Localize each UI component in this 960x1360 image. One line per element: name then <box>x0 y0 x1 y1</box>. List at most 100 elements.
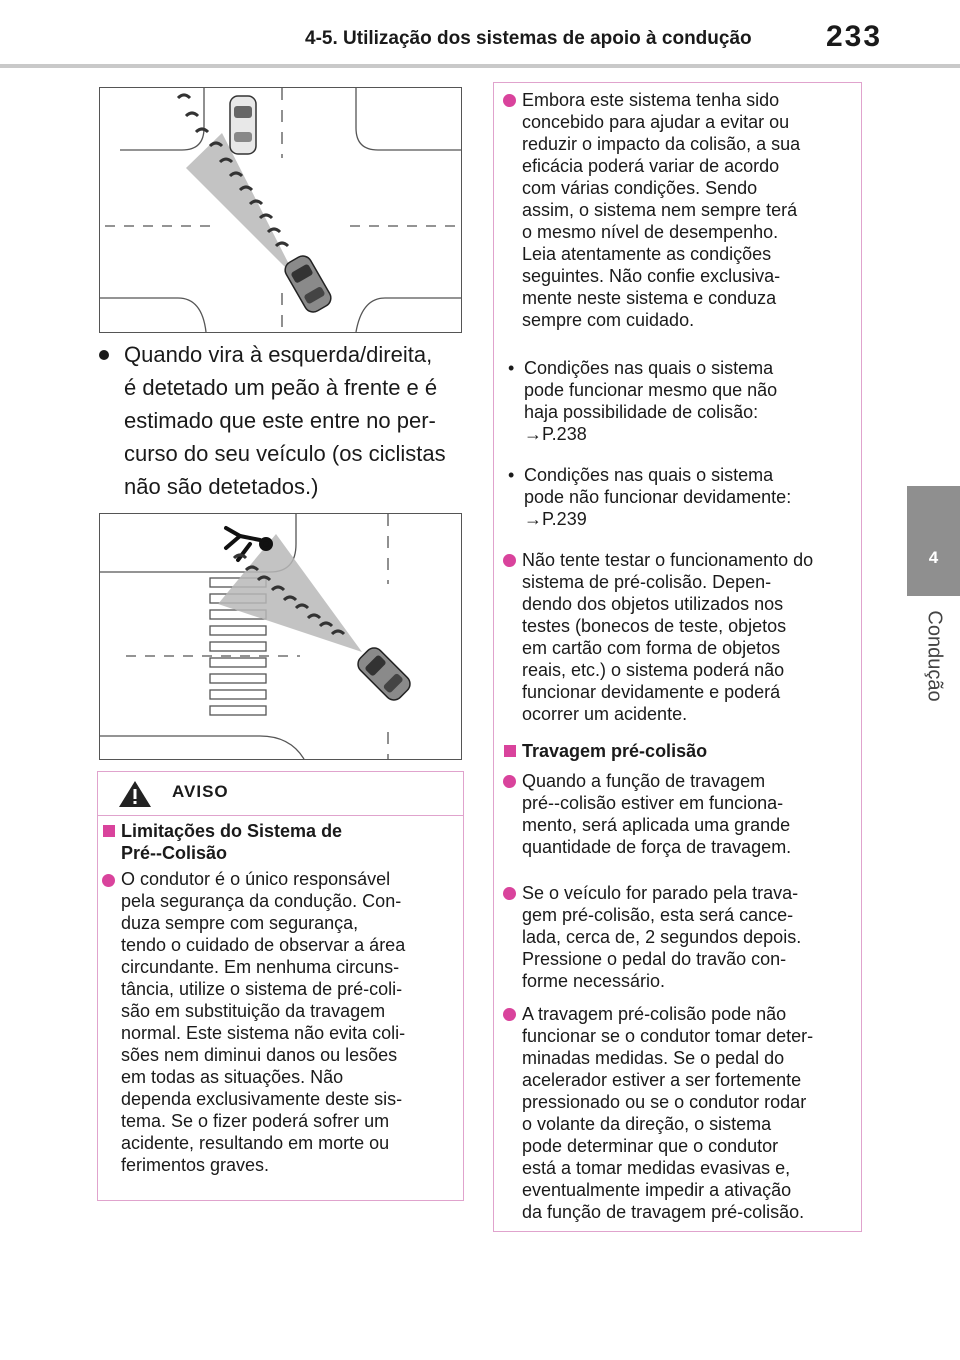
heading-line: Pré--Colisão <box>121 843 228 863</box>
text-line: dependa exclusivamente deste sis- <box>121 1089 403 1109</box>
text-line: normal. Este sistema não evita coli- <box>121 1023 406 1043</box>
warning-triangle-icon <box>119 781 151 807</box>
text-line: Pressione o pedal do travão con- <box>522 949 787 969</box>
sub-bullet-dot: • <box>508 358 515 378</box>
sub-item-2: Condições nas quais o sistema pode não f… <box>524 464 858 530</box>
text-line: tema. Se o fizer poderá sofrer um <box>121 1111 390 1131</box>
text-line: em todas as situações. Não <box>121 1067 344 1087</box>
text-line: ocorrer um acidente. <box>522 704 688 724</box>
text-line: duza sempre com segurança, <box>121 913 359 933</box>
text-line: eventualmente impedir a ativação <box>522 1180 792 1200</box>
text-line: gem pré-colisão, esta será cance- <box>522 905 794 925</box>
text-line: Embora este sistema tenha sido <box>522 90 780 110</box>
text-line: sistema de pré-colisão. Depen- <box>522 572 772 592</box>
text-line: mento, será aplicada uma grande <box>522 815 791 835</box>
bullet-circle-icon <box>503 887 516 900</box>
text-line: reais, etc.) o sistema poderá não <box>522 660 785 680</box>
chapter-number: 4 <box>928 548 939 567</box>
pedestrian-crossing-illustration <box>99 513 462 760</box>
chapter-tab <box>907 486 960 596</box>
text-line: ferimentos graves. <box>121 1155 270 1175</box>
car-icon <box>229 95 257 155</box>
text-line: eficácia poderá variar de acordo <box>522 156 780 176</box>
sub-bullet-dot: • <box>508 465 515 485</box>
chapter-label: Condução <box>923 610 946 702</box>
text-line: mente neste sistema e conduza <box>522 288 777 308</box>
text-line: minadas medidas. Se o pedal do <box>522 1048 785 1068</box>
text-line: haja possibilidade de colisão: <box>524 402 759 422</box>
text-line: A travagem pré-colisão pode não <box>522 1004 787 1024</box>
warning-title: AVISO <box>172 782 229 801</box>
bullet-circle-icon <box>102 874 115 887</box>
bullet-circle-icon <box>503 94 516 107</box>
pedestrian-icon <box>224 526 273 562</box>
right-paragraph-1: Embora este sistema tenha sido concebido… <box>522 89 860 331</box>
text-line: quantidade de força de travagem. <box>522 837 792 857</box>
warning-header <box>98 772 463 816</box>
text-line: tendo o cuidado de observar a área <box>121 935 406 955</box>
braking-heading: Travagem pré-colisão <box>522 741 708 761</box>
right-paragraph-3: Quando a função de travagem pré--colisão… <box>522 770 860 858</box>
text-line: está a tomar medidas evasivas e, <box>522 1158 791 1178</box>
heading-square-icon <box>103 825 115 837</box>
text-line: dendo dos objetos utilizados nos <box>522 594 784 614</box>
right-paragraph-2: Não tente testar o funcionamento do sist… <box>522 549 860 725</box>
text-line: em cartão com forma de objetos <box>522 638 781 658</box>
text-line: são em substituição da travagem <box>121 1001 386 1021</box>
text-line: testes (bonecos de teste, objetos <box>522 616 787 636</box>
text-line: o mesmo nível de desempenho. <box>522 222 779 242</box>
text-line: reduzir o impacto da colisão, a sua <box>522 134 801 154</box>
text-line: pode determinar que o condutor <box>522 1136 779 1156</box>
text-line: Condições nas quais o sistema <box>524 465 774 485</box>
section-title: 4-5. Utilização dos sistemas de apoio à … <box>305 28 752 49</box>
header-rule <box>0 64 960 68</box>
text-line: Quando a função de travagem <box>522 771 766 791</box>
own-car-icon <box>284 255 332 313</box>
text-line: funcionar devidamente e poderá <box>522 682 781 702</box>
bullet-circle-icon <box>503 554 516 567</box>
own-car-icon <box>357 647 411 701</box>
text-line: lada, cerca de, 2 segundos depois. <box>522 927 802 947</box>
text-line: pressionado ou se o condutor rodar <box>522 1092 807 1112</box>
text-line: pré--colisão estiver em funciona- <box>522 793 784 813</box>
text-line: funcionar se o condutor tomar deter- <box>522 1026 814 1046</box>
text-line: acelerador estiver a ser fortemente <box>522 1070 802 1090</box>
text-line: sempre com cuidado. <box>522 310 695 330</box>
text-line: o volante da direção, o sistema <box>522 1114 772 1134</box>
bullet-line: Quando vira à esquerda/direita, <box>124 342 433 367</box>
text-line: circundante. Em nenhuma circuns- <box>121 957 400 977</box>
text-line: acidente, resultando em morte ou <box>121 1133 390 1153</box>
text-line: pela segurança da condução. Con- <box>121 891 402 911</box>
text-line: tância, utilize o sistema de pré-coli- <box>121 979 403 999</box>
warning-box <box>97 771 464 1201</box>
bullet-line: é detetado um peão à frente e é <box>124 375 438 400</box>
text-line: seguintes. Não confie exclusiva- <box>522 266 781 286</box>
text-line: pode não funcionar devidamente: <box>524 487 792 507</box>
text-line: forme necessário. <box>522 971 666 991</box>
page-reference: →P.238 <box>524 424 587 444</box>
bullet-line: curso do seu veículo (os ciclistas <box>124 441 446 466</box>
bullet-line: não são detetados.) <box>124 474 319 499</box>
right-paragraph-5: A travagem pré-colisão pode não funciona… <box>522 1003 860 1223</box>
warning-heading: Limitações do Sistema de Pré--Colisão <box>121 820 451 864</box>
right-paragraph-4: Se o veículo for parado pela trava- gem … <box>522 882 860 992</box>
page-number: 233 <box>826 20 883 53</box>
text-line: da função de travagem pré-colisão. <box>522 1202 805 1222</box>
text-line: Se o veículo for parado pela trava- <box>522 883 799 903</box>
continued-warning-box <box>493 82 862 1232</box>
text-line: pode funcionar mesmo que não <box>524 380 778 400</box>
heading-square-icon <box>504 745 516 757</box>
intersection-turn-illustration <box>99 87 462 333</box>
text-line: com várias condições. Sendo <box>522 178 758 198</box>
heading-line: Limitações do Sistema de <box>121 821 343 841</box>
text-line: assim, o sistema nem sempre terá <box>522 200 798 220</box>
text-line: O condutor é o único responsável <box>121 869 391 889</box>
bullet-dot <box>99 350 109 360</box>
main-bullet-item: Quando vira à esquerda/direita, é deteta… <box>99 338 469 503</box>
text-line: Condições nas quais o sistema <box>524 358 774 378</box>
text-line: concebido para ajudar a evitar ou <box>522 112 790 132</box>
text-line: Não tente testar o funcionamento do <box>522 550 814 570</box>
text-line: Leia atentamente as condições <box>522 244 772 264</box>
text-line: sões nem diminui danos ou lesões <box>121 1045 398 1065</box>
bullet-circle-icon <box>503 1008 516 1021</box>
